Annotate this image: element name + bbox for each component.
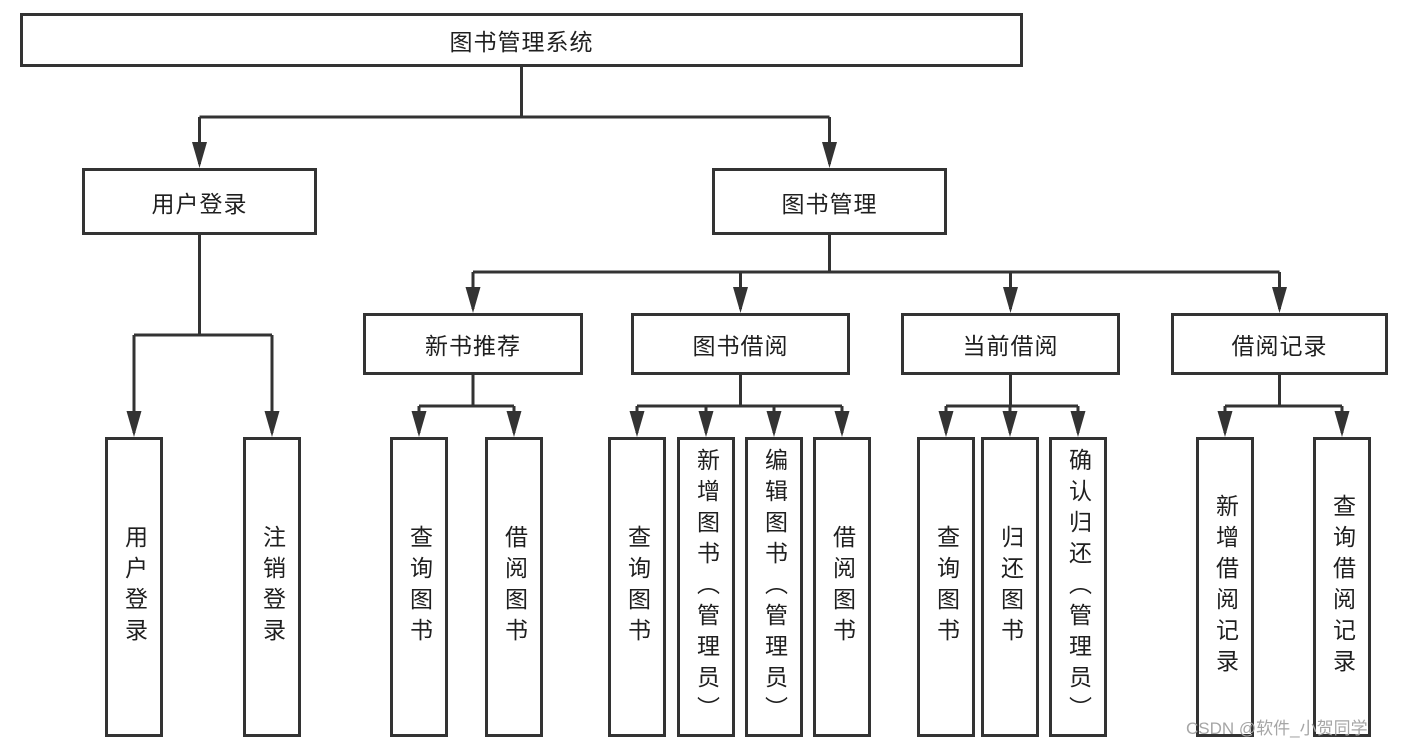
node-user-login: 用户登录 bbox=[82, 168, 317, 235]
leaf-label: 确认归还（管理员） bbox=[1065, 447, 1092, 727]
leaf-label: 查询图书 bbox=[406, 525, 433, 649]
leaf-edit-books-admin: 编辑图书（管理员） bbox=[745, 437, 803, 737]
node-current-borrowing: 当前借阅 bbox=[901, 313, 1120, 375]
leaf-label: 新增图书（管理员） bbox=[693, 447, 720, 727]
node-label: 图书管理 bbox=[781, 190, 878, 217]
leaf-label: 归还图书 bbox=[997, 525, 1024, 649]
leaf-confirm-return-admin: 确认归还（管理员） bbox=[1049, 437, 1107, 737]
node-label: 当前借阅 bbox=[962, 333, 1059, 359]
leaf-add-books-admin: 新增图书（管理员） bbox=[677, 437, 735, 737]
node-library-management-system: 图书管理系统 bbox=[20, 13, 1023, 67]
node-new-book-recommendation: 新书推荐 bbox=[363, 313, 583, 375]
leaf-return-books: 归还图书 bbox=[981, 437, 1039, 737]
leaf-query-books-recommend: 查询图书 bbox=[390, 437, 448, 737]
leaf-borrow-books-recommend: 借阅图书 bbox=[485, 437, 543, 737]
node-label: 图书借阅 bbox=[692, 333, 789, 359]
leaf-query-borrowing-record: 查询借阅记录 bbox=[1313, 437, 1371, 737]
node-label: 借阅记录 bbox=[1231, 333, 1328, 359]
leaf-logout: 注销登录 bbox=[243, 437, 301, 737]
node-label: 图书管理系统 bbox=[449, 29, 594, 55]
leaf-query-books-current: 查询图书 bbox=[917, 437, 975, 737]
node-label: 用户登录 bbox=[151, 190, 248, 217]
leaf-label: 查询图书 bbox=[933, 525, 960, 649]
leaf-label: 查询图书 bbox=[624, 525, 651, 649]
leaf-label: 新增借阅记录 bbox=[1212, 494, 1239, 680]
leaf-query-books-borrowing: 查询图书 bbox=[608, 437, 666, 737]
csdn-watermark: CSDN @软件_小贺同学 bbox=[1186, 719, 1368, 738]
leaf-label: 借阅图书 bbox=[829, 525, 856, 649]
node-book-borrowing: 图书借阅 bbox=[631, 313, 850, 375]
leaf-label: 借阅图书 bbox=[501, 525, 528, 649]
leaf-label: 查询借阅记录 bbox=[1329, 494, 1356, 680]
leaf-borrow-books: 借阅图书 bbox=[813, 437, 871, 737]
leaf-label: 编辑图书（管理员） bbox=[761, 447, 788, 727]
node-book-management: 图书管理 bbox=[712, 168, 947, 235]
leaf-label: 注销登录 bbox=[259, 525, 286, 649]
leaf-user-login: 用户登录 bbox=[105, 437, 163, 737]
node-label: 新书推荐 bbox=[425, 333, 521, 359]
leaf-add-borrowing-record: 新增借阅记录 bbox=[1196, 437, 1254, 737]
node-borrowing-records: 借阅记录 bbox=[1171, 313, 1388, 375]
leaf-label: 用户登录 bbox=[121, 525, 148, 649]
